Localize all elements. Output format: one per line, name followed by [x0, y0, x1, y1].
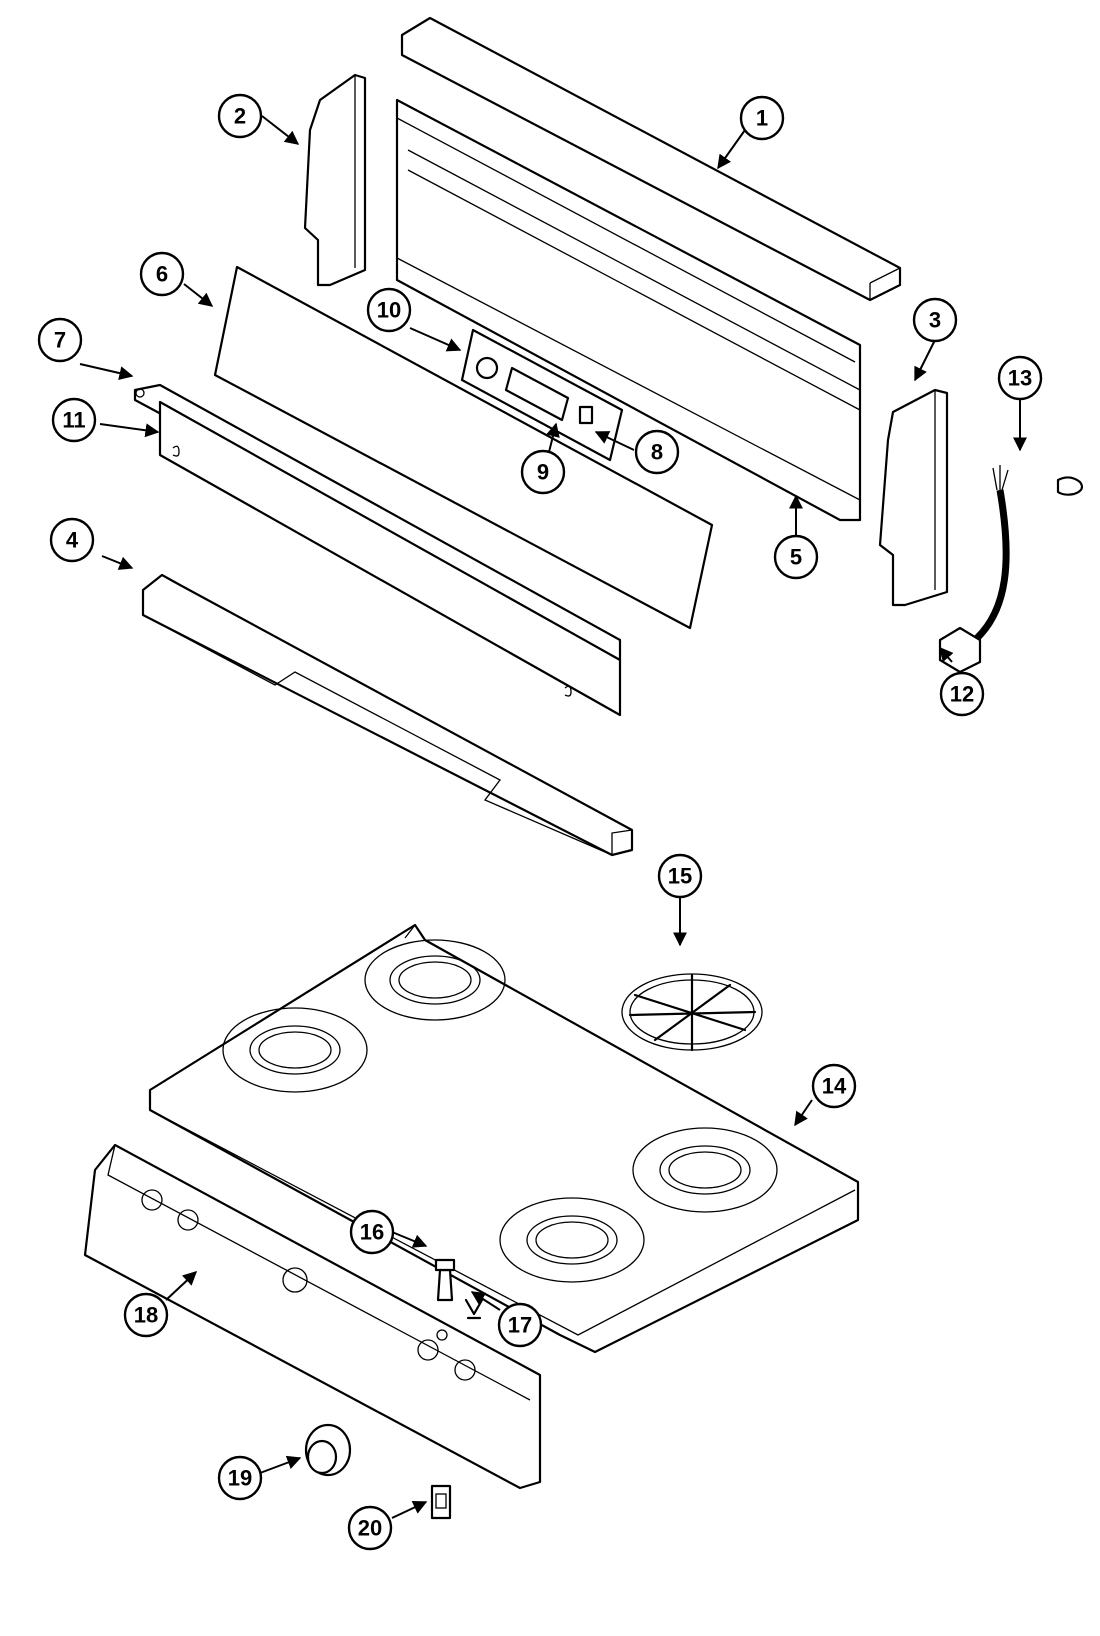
part-backguard-panel: [395, 98, 862, 522]
svg-text:8: 8: [651, 440, 663, 465]
callout-14: 14: [811, 1063, 857, 1109]
part-top-trim: [400, 16, 902, 302]
part-spring-clip: [464, 1298, 484, 1320]
svg-text:3: 3: [929, 308, 941, 333]
part-panel-insert: [213, 265, 714, 630]
callout-6: 6: [139, 251, 185, 297]
svg-text:7: 7: [54, 328, 66, 353]
svg-text:17: 17: [508, 1313, 532, 1338]
svg-text:20: 20: [358, 1516, 382, 1541]
part-switch: [430, 1484, 452, 1520]
burner-rear-right: [632, 1127, 778, 1213]
svg-text:10: 10: [377, 298, 401, 323]
callout-1: 1: [739, 95, 785, 141]
callout-20: 20: [347, 1505, 393, 1551]
callout-17: 17: [497, 1302, 543, 1348]
part-control-panel: [83, 1143, 542, 1490]
burner-front-right: [499, 1197, 645, 1283]
svg-text:14: 14: [822, 1074, 847, 1099]
burner-front-left: [222, 1007, 368, 1093]
svg-text:9: 9: [537, 460, 549, 485]
callout-7: 7: [37, 317, 83, 363]
callout-16: 16: [349, 1209, 395, 1255]
part-control-board: [460, 328, 624, 462]
callout-19: 19: [217, 1455, 263, 1501]
svg-text:18: 18: [134, 1303, 158, 1328]
callout-3: 3: [912, 297, 958, 343]
part-grate: [621, 973, 763, 1052]
callout-4: 4: [49, 517, 95, 563]
svg-text:11: 11: [62, 408, 85, 433]
svg-text:15: 15: [668, 864, 692, 889]
leader-lines: [79, 115, 1027, 1519]
callout-9: 9: [520, 449, 566, 495]
svg-text:19: 19: [228, 1466, 252, 1491]
part-rail: [133, 383, 622, 717]
callout-8: 8: [634, 429, 680, 475]
svg-text:16: 16: [360, 1220, 384, 1245]
callout-5: 5: [773, 534, 819, 580]
part-wire-harness: [938, 465, 1010, 674]
part-cooktop: [148, 923, 860, 1354]
callout-12: 12: [939, 671, 985, 717]
callout-2: 2: [217, 93, 263, 139]
svg-text:2: 2: [234, 104, 246, 129]
part-right-end-cap: [878, 388, 949, 607]
part-knob: [304, 1423, 352, 1477]
callout-15: 15: [657, 853, 703, 899]
svg-text:1: 1: [756, 106, 768, 131]
svg-text:5: 5: [790, 545, 802, 570]
callout-11: 11: [51, 397, 97, 443]
svg-text:4: 4: [66, 528, 79, 553]
part-pin: [434, 1258, 456, 1302]
callout-13: 13: [997, 355, 1043, 401]
svg-text:6: 6: [156, 262, 168, 287]
svg-text:13: 13: [1008, 366, 1032, 391]
part-clip: [1056, 476, 1084, 496]
burner-rear-left: [364, 939, 506, 1021]
callout-10: 10: [366, 287, 412, 333]
part-left-end-cap: [303, 73, 367, 287]
callout-18: 18: [123, 1292, 169, 1338]
svg-text:12: 12: [950, 682, 974, 707]
part-lower-bracket: [141, 573, 634, 857]
